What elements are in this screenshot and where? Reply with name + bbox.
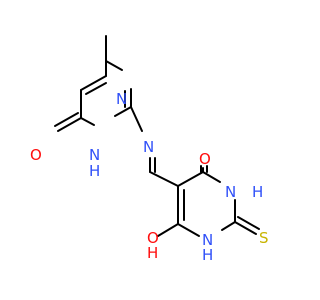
bond-c2-n3: [114, 106, 132, 117]
bond-c2-s-a: [234, 221, 257, 235]
atom-n-imine: N: [143, 138, 154, 156]
atom-s-thione: S: [259, 229, 269, 247]
bond-n3-c4: [80, 117, 95, 126]
atom-h-right-lower: H: [202, 246, 213, 264]
atom-n-right-lower: N: [202, 231, 213, 249]
bond-c6-n1: [105, 60, 123, 71]
bond-c2-nimine: [130, 106, 143, 132]
atom-o-top: O: [30, 146, 42, 164]
atom-o-left-lower: O: [147, 229, 159, 247]
bond-c5-c6-b: [85, 82, 107, 95]
bond-c2-s-b: [237, 216, 260, 230]
chemical-structure-diagram: O N H N N O N H S N H O H: [0, 0, 300, 300]
atom-o-right-upper: O: [199, 150, 211, 168]
atom-h-top: H: [89, 162, 100, 180]
atom-h-right-upper: H: [252, 183, 263, 201]
atom-n-top-h: N: [89, 146, 100, 164]
bond-ch-c5: [149, 171, 179, 187]
bond-c4-n3: [202, 171, 221, 183]
bond-c4-o-b: [54, 112, 79, 127]
bond-n1-c6: [177, 223, 200, 237]
bond-c2-n1: [221, 221, 236, 231]
bond-c6-oh: [157, 223, 179, 237]
atom-n-top-upper: N: [116, 90, 127, 108]
atom-n-right-upper: N: [225, 183, 236, 201]
atom-h-left-lower: H: [147, 244, 158, 262]
bond-c5-c4: [177, 171, 204, 187]
bond-c4-o-a: [57, 117, 82, 132]
canvas-background: [0, 0, 300, 300]
bond-c5-c6-a: [80, 75, 107, 91]
